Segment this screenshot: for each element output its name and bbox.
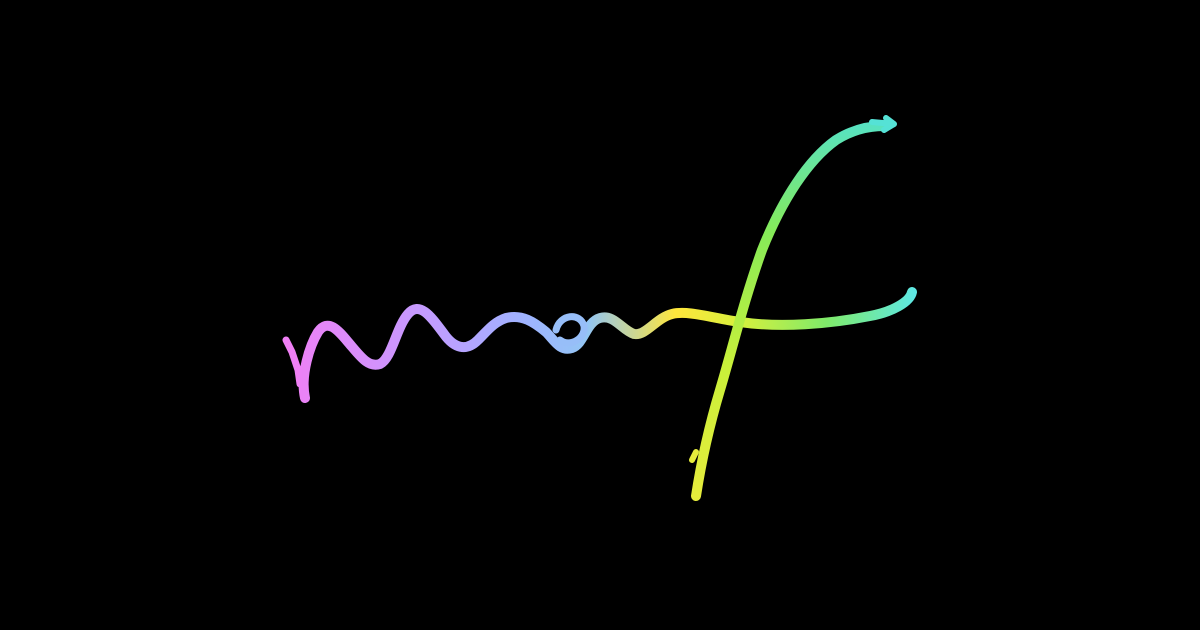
signature-f-tip bbox=[869, 115, 897, 133]
signature-f-stem bbox=[691, 121, 889, 501]
signature-start-flick bbox=[282, 336, 304, 388]
signature-wave-stroke bbox=[298, 287, 917, 403]
signature-f-hook bbox=[689, 449, 699, 463]
signature-o-loop bbox=[552, 313, 588, 347]
